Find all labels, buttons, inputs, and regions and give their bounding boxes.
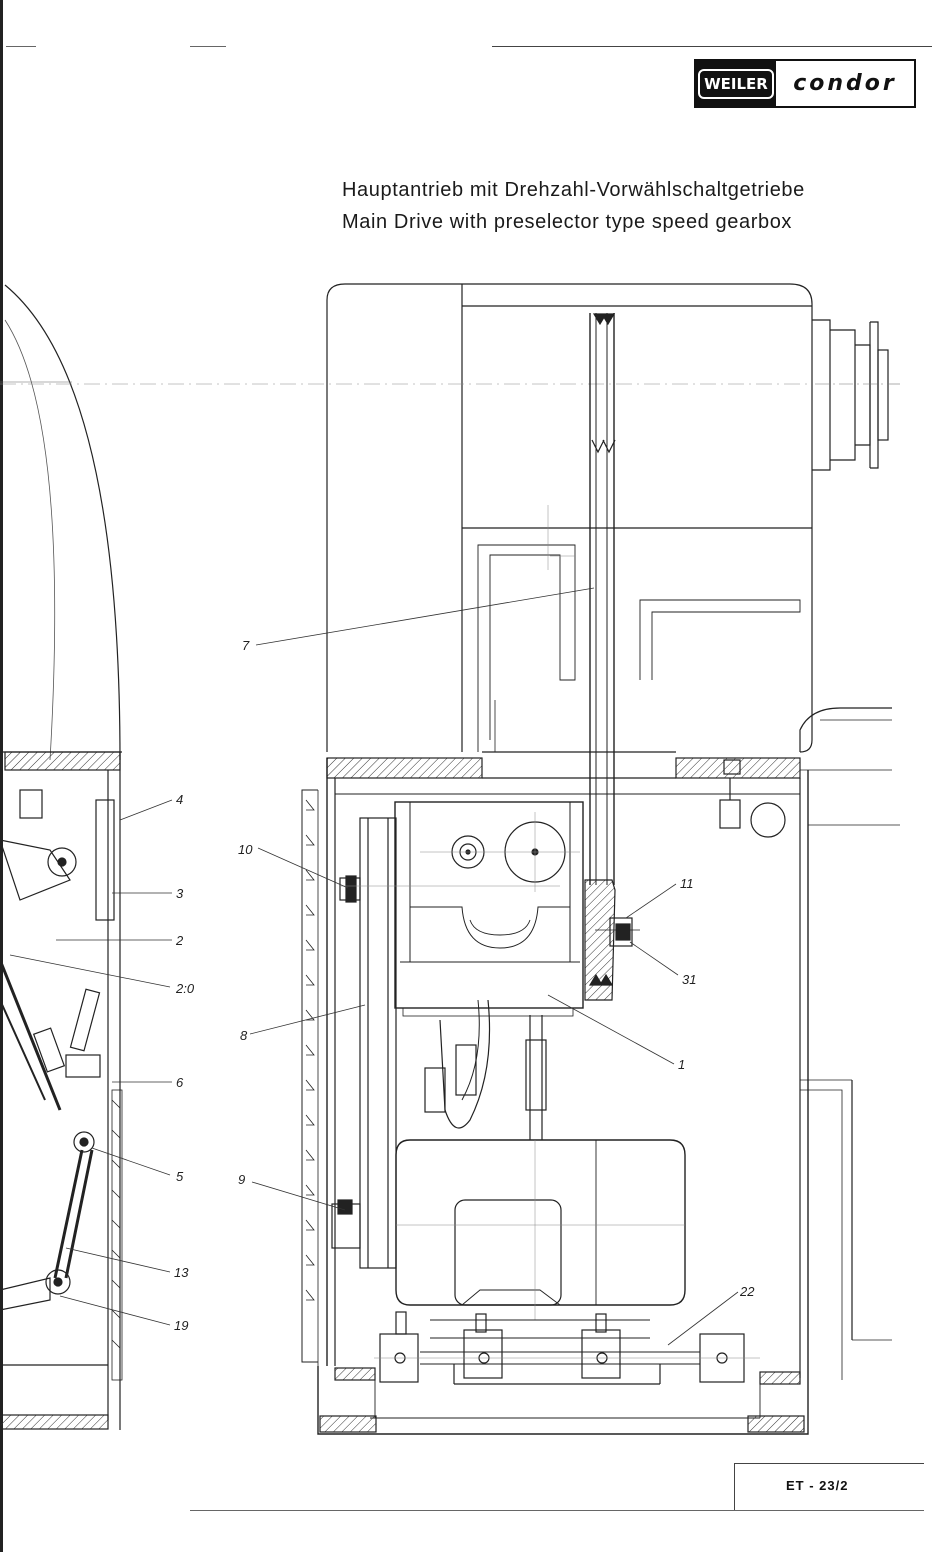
callout-13: 13	[174, 1265, 189, 1280]
gearbox-1	[395, 802, 583, 1016]
callout-7: 7	[242, 638, 250, 653]
callout-6: 6	[176, 1075, 184, 1090]
main-leader-lines	[250, 588, 738, 1345]
headstock-housing	[327, 284, 812, 752]
callout-22: 22	[739, 1284, 755, 1299]
left-callouts: 4 3 2 2:0 6 5 13 19	[174, 792, 195, 1333]
base-hatch-left	[320, 1416, 376, 1432]
left-housing-curve	[5, 285, 120, 760]
drive-belt-7	[590, 313, 615, 885]
callout-31: 31	[682, 972, 696, 987]
footer-rule	[190, 1510, 924, 1511]
fitting-circle	[751, 803, 785, 837]
coolant-hoses	[425, 1000, 546, 1140]
main-drive-view	[0, 284, 900, 1434]
callout-10: 10	[238, 842, 253, 857]
callout-11: 11	[680, 876, 694, 891]
cabinet-top-plate-left	[327, 758, 482, 778]
callout-2-0: 2:0	[175, 981, 195, 996]
left-leader-lines	[10, 800, 172, 1325]
electric-motor	[396, 1140, 685, 1320]
drawing-code: ET - 23/2	[786, 1478, 848, 1493]
callout-4: 4	[176, 792, 183, 807]
left-top-plate	[5, 752, 120, 770]
callout-19: 19	[174, 1318, 188, 1333]
left-side-view	[0, 285, 122, 1430]
cabinet-top-plate-right	[676, 758, 800, 778]
gearbox-pulley	[585, 880, 640, 1000]
callout-9: 9	[238, 1172, 245, 1187]
cabinet-door	[302, 790, 318, 1362]
motor-base-22	[374, 1312, 760, 1384]
callout-5: 5	[176, 1169, 184, 1184]
callout-1: 1	[678, 1057, 685, 1072]
callout-2: 2	[175, 933, 184, 948]
callout-8: 8	[240, 1028, 248, 1043]
left-bottom-plate	[0, 1415, 108, 1429]
callout-3: 3	[176, 886, 184, 901]
